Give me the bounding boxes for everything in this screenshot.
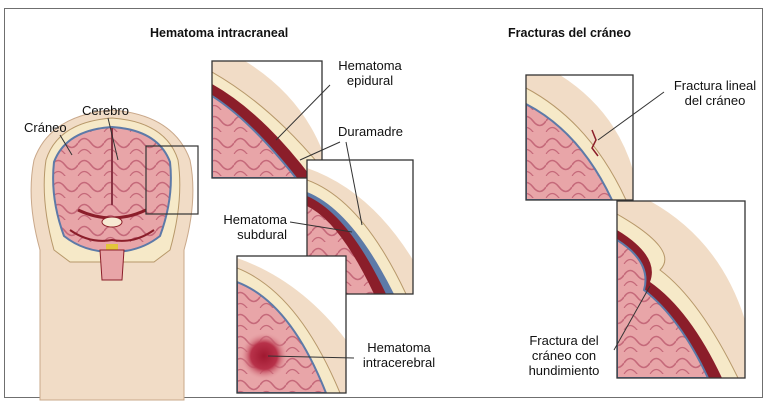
label-linear-line2: del cráneo (664, 93, 766, 108)
label-depressed-line3: hundimiento (514, 363, 614, 378)
label-epidural-hematoma: Hematoma epidural (330, 58, 410, 88)
label-dura-mater: Duramadre (338, 124, 403, 139)
label-epidural-line2: epidural (330, 73, 410, 88)
label-linear-line1: Fractura lineal (664, 78, 766, 93)
panel-intracerebral (237, 256, 346, 393)
title-intracranial-hematoma: Hematoma intracraneal (150, 26, 288, 40)
label-linear-skull-fracture: Fractura lineal del cráneo (664, 78, 766, 108)
head-figure (31, 110, 198, 400)
label-skull: Cráneo (24, 120, 67, 135)
label-depressed-line2: cráneo con (514, 348, 614, 363)
label-depressed-line1: Fractura del (514, 333, 614, 348)
label-subdural-line2: subdural (205, 227, 287, 242)
label-intracerebral-line2: intracerebral (355, 355, 443, 370)
label-brain: Cerebro (82, 103, 129, 118)
label-subdural-line1: Hematoma (205, 212, 287, 227)
panel-depressed-fracture (617, 201, 745, 378)
title-skull-fractures: Fracturas del cráneo (508, 26, 631, 40)
label-intracerebral-line1: Hematoma (355, 340, 443, 355)
label-depressed-skull-fracture: Fractura del cráneo con hundimiento (514, 333, 614, 378)
panel-linear-fracture (526, 75, 633, 200)
label-intracerebral-hematoma: Hematoma intracerebral (355, 340, 443, 370)
label-epidural-line1: Hematoma (330, 58, 410, 73)
panel-epidural (212, 61, 322, 178)
label-subdural-hematoma: Hematoma subdural (205, 212, 287, 242)
